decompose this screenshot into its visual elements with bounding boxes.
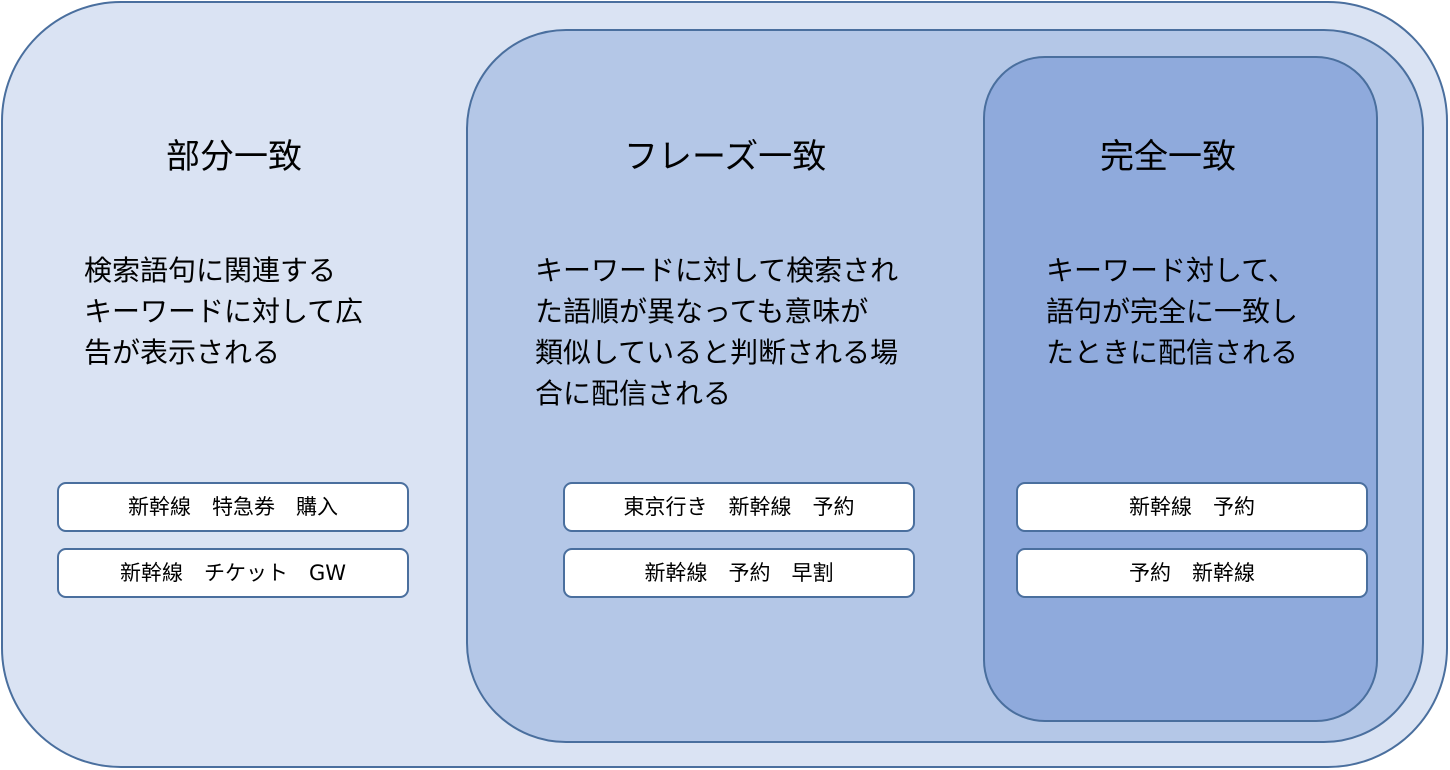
- broad-match-description: 検索語句に関連する キーワードに対して広 告が表示される: [84, 254, 364, 369]
- exact-match-title: 完全一致: [1100, 137, 1236, 177]
- phrase-keyword-box: 新幹線 予約 早割: [563, 548, 915, 598]
- broad-keyword-box: 新幹線 特急券 購入: [57, 482, 409, 532]
- phrase-keyword-box: 東京行き 新幹線 予約: [563, 482, 915, 532]
- phrase-match-title: フレーズ一致: [624, 137, 827, 177]
- exact-match-description: キーワード対して、 語句が完全に一致し たときに配信される: [1046, 254, 1299, 369]
- exact-keyword-box: 予約 新幹線: [1016, 548, 1368, 598]
- phrase-match-description: キーワードに対して検索され た語順が異なっても意味が 類似していると判断される場…: [535, 254, 899, 410]
- broad-keyword-box: 新幹線 チケット GW: [57, 548, 409, 598]
- exact-match-region: [983, 56, 1378, 722]
- exact-keyword-box: 新幹線 予約: [1016, 482, 1368, 532]
- broad-match-title: 部分一致: [166, 137, 302, 177]
